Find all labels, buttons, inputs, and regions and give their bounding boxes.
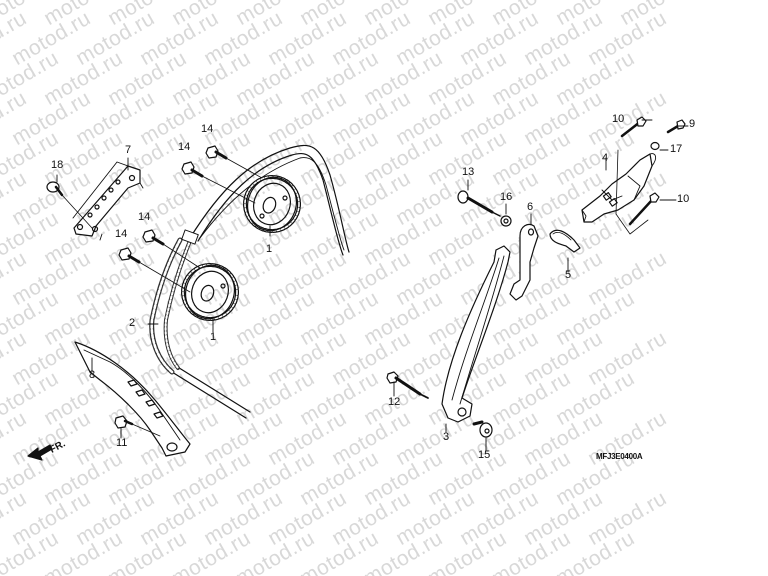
callout-10-lower[interactable]: 10 [677, 193, 690, 205]
cam-chain-outline [171, 144, 350, 419]
callout-10-upper[interactable]: 10 [612, 113, 625, 125]
diagram-code: MFJ3E0400A [596, 452, 643, 461]
cam-sprocket-lower [181, 263, 239, 321]
callout-8[interactable]: 8 [89, 369, 96, 381]
cam-chain-links [149, 229, 199, 375]
front-direction-arrow [27, 444, 53, 461]
callout-14-b[interactable]: 14 [178, 141, 191, 153]
callout-14-a[interactable]: 14 [201, 123, 214, 135]
callout-17[interactable]: 17 [670, 143, 683, 155]
bolt-12 [386, 371, 429, 399]
tensioner-slipper-arm [441, 245, 511, 423]
callout-leaders [56, 119, 689, 451]
tensioner-lifter [581, 149, 657, 235]
callout-16[interactable]: 16 [500, 191, 513, 203]
bolts-10 [620, 116, 660, 226]
callout-14-c[interactable]: 14 [138, 211, 151, 223]
tensioner-arm-link [509, 223, 539, 301]
callout-12[interactable]: 12 [388, 396, 401, 408]
bolt-11 [114, 415, 161, 437]
callout-6[interactable]: 6 [527, 201, 534, 213]
callout-14-d[interactable]: 14 [115, 228, 128, 240]
callout-2[interactable]: 2 [129, 317, 136, 329]
callout-3[interactable]: 3 [443, 431, 450, 443]
bolt-14-group [118, 145, 263, 293]
callout-1-upper[interactable]: 1 [266, 243, 273, 255]
callout-7[interactable]: 7 [125, 144, 132, 156]
callout-9[interactable]: 9 [689, 118, 696, 130]
bolt-15 [472, 420, 493, 438]
bolt-18 [46, 181, 93, 229]
callout-11[interactable]: 11 [116, 437, 128, 449]
callout-13[interactable]: 13 [462, 166, 475, 178]
washer-16 [500, 215, 512, 227]
callout-1-lower[interactable]: 1 [210, 331, 217, 343]
cam-sprocket-upper [243, 175, 301, 233]
chain-guide-front [74, 341, 191, 457]
callout-5[interactable]: 5 [565, 269, 572, 281]
callout-4[interactable]: 4 [602, 152, 609, 164]
bolt-13 [457, 190, 501, 217]
washer-17 [650, 141, 660, 151]
chain-guide-upper [72, 161, 144, 241]
callout-18[interactable]: 18 [51, 159, 64, 171]
gasket-5 [549, 229, 581, 253]
callout-15[interactable]: 15 [478, 449, 491, 461]
